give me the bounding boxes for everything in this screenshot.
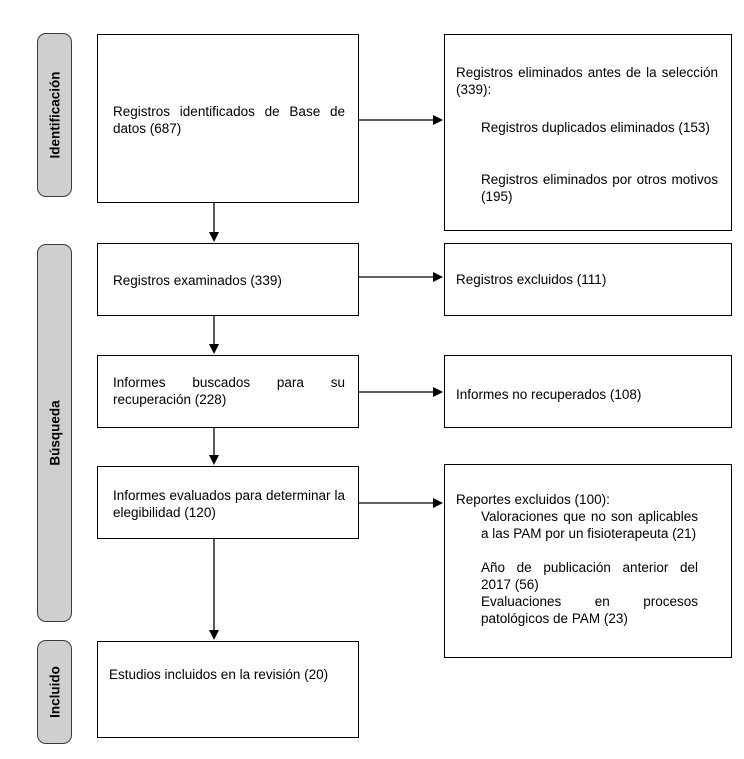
reports-excluded-reason-3: Evaluaciones en procesos patológicos de … xyxy=(481,594,698,626)
stage-included: Incluido xyxy=(37,640,72,744)
box-records-screened: Registros examinados (339) xyxy=(97,243,359,316)
reports-excluded-reason-1: Valoraciones que no son aplicables a las… xyxy=(481,509,698,541)
box-reports-excluded: Reportes excluidos (100): Valoraciones q… xyxy=(444,464,732,658)
box-records-identified: Registros identificados de Base de datos… xyxy=(97,34,359,203)
records-screened-text: Registros examinados (339) xyxy=(113,273,282,288)
stage-search: Búsqueda xyxy=(37,244,72,622)
records-removed-duplicates: Registros duplicados eliminados (153) xyxy=(481,120,710,135)
box-records-excluded: Registros excluidos (111) xyxy=(444,243,732,316)
box-reports-sought: Informes buscados para su recuperación (… xyxy=(97,355,359,428)
reports-excluded-title: Reportes excluidos (100): xyxy=(456,492,610,507)
box-records-removed: Registros eliminados antes de la selecci… xyxy=(444,34,732,231)
box-reports-assessed: Informes evaluados para determinar la el… xyxy=(97,466,359,539)
stage-identification: Identificación xyxy=(37,33,72,197)
records-removed-title: Registros eliminados antes de la selecci… xyxy=(456,65,718,97)
box-studies-included: Estudios incluidos en la revisión (20) xyxy=(97,641,359,738)
records-excluded-text: Registros excluidos (111) xyxy=(456,272,607,287)
reports-sought-text: Informes buscados para su recuperación (… xyxy=(113,375,345,407)
reports-excluded-reason-2: Año de publicación anterior del 2017 (56… xyxy=(481,560,698,592)
studies-included-text: Estudios incluidos en la revisión (20) xyxy=(109,667,329,682)
records-removed-other: Registros eliminados por otros motivos (… xyxy=(481,172,718,204)
reports-assessed-text: Informes evaluados para determinar la el… xyxy=(113,488,345,520)
not-retrieved-text: Informes no recuperados (108) xyxy=(456,387,642,402)
box-not-retrieved: Informes no recuperados (108) xyxy=(444,355,732,428)
records-identified-text: Registros identificados de Base de datos… xyxy=(113,104,345,136)
